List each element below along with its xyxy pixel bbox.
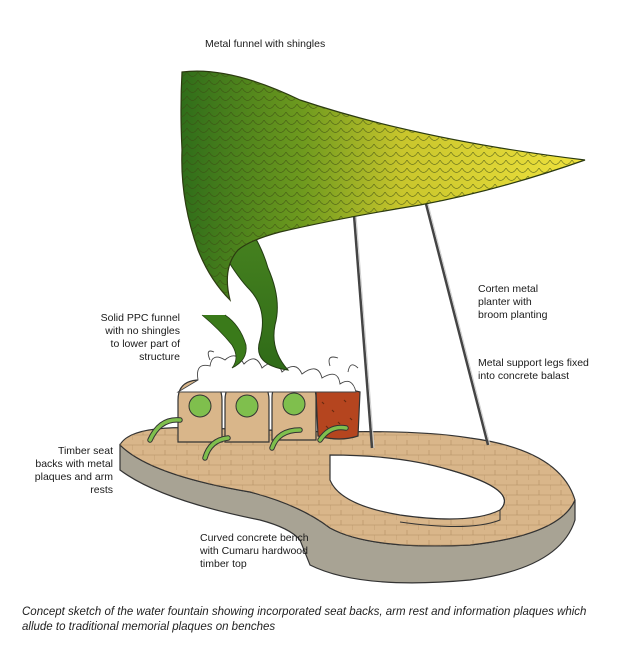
label-ppc-funnel: Solid PPC funnel with no shingles to low…	[100, 312, 180, 363]
label-metal-funnel: Metal funnel with shingles	[205, 38, 326, 50]
seat-backs	[177, 377, 317, 443]
corten-planter	[315, 388, 361, 440]
label-corten-planter: Corten metal planter with broom planting	[478, 283, 548, 321]
support-legs	[352, 189, 490, 449]
label-timber-seat: Timber seat backs with metal plaques and…	[34, 445, 113, 496]
arm-rests-fill	[148, 418, 348, 460]
label-concrete-bench: Curved concrete bench with Cumaru hardwo…	[200, 532, 309, 570]
label-support-legs: Metal support legs fixed into concrete b…	[478, 357, 589, 382]
fountain-sketch	[119, 70, 586, 584]
figure-caption: Concept sketch of the water fountain sho…	[22, 606, 587, 633]
